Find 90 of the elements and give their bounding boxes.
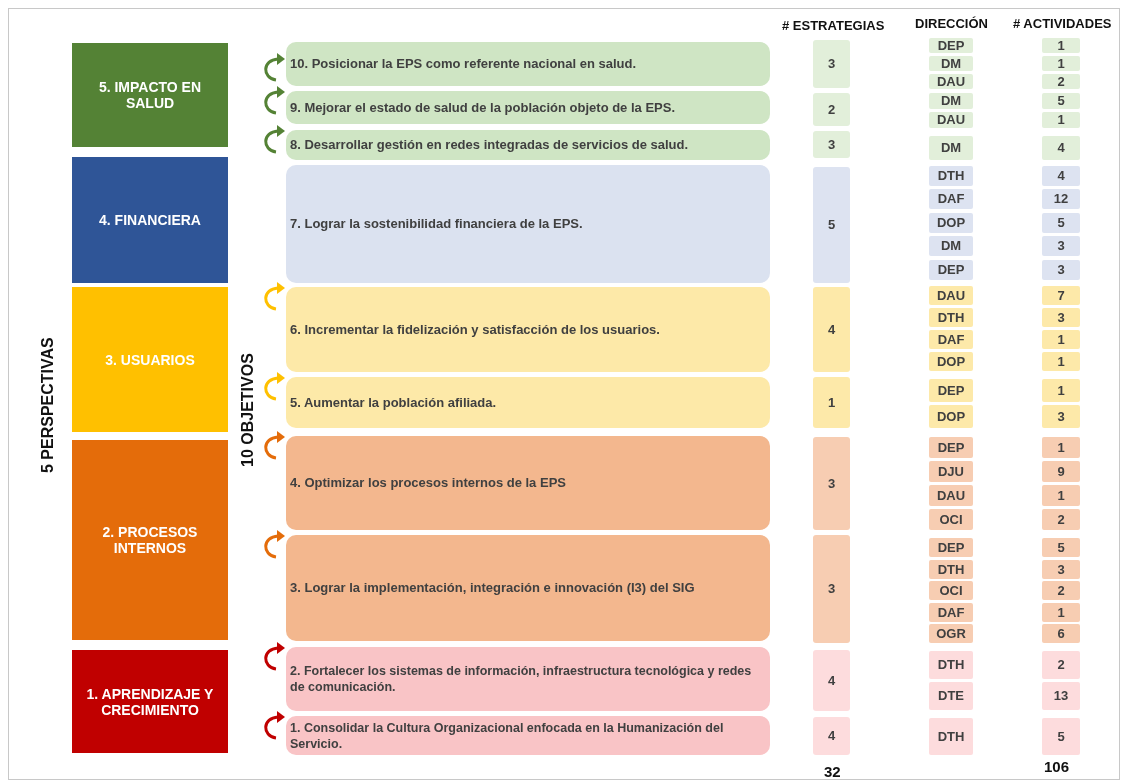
objective-box: 6. Incrementar la fidelización y satisfacción de los usuarios. (286, 287, 770, 372)
activity-count-cell: 5 (1042, 538, 1080, 557)
activity-count-cell: 1 (1042, 352, 1080, 371)
strategy-count-cell: 2 (813, 93, 850, 126)
objective-box: 10. Posicionar la EPS como referente nacional en salud. (286, 42, 770, 86)
activity-count-cell: 5 (1042, 718, 1080, 755)
column-header: # ACTIVIDADES (1013, 16, 1112, 31)
strategy-count-cell: 4 (813, 717, 850, 755)
direction-cell: DEP (929, 260, 973, 280)
perspective-box: 2. PROCESOS INTERNOS (72, 440, 228, 640)
objective-box: 1. Consolidar la Cultura Organizacional enfocada en la Humanización del Servicio. (286, 716, 770, 755)
perspective-box: 3. USUARIOS (72, 287, 228, 432)
direction-cell: DTH (929, 308, 973, 327)
direction-cell: DAU (929, 74, 973, 89)
objective-box: 3. Lograr la implementación, integración e innovación (I3) del SIG (286, 535, 770, 641)
activity-count-cell: 1 (1042, 437, 1080, 458)
direction-cell: DAF (929, 189, 973, 209)
activity-count-cell: 1 (1042, 485, 1080, 506)
total-value: 106 (1044, 758, 1070, 775)
direction-cell: DM (929, 56, 973, 71)
direction-cell: DTH (929, 560, 973, 579)
direction-cell: DOP (929, 405, 973, 428)
strategy-count-cell: 3 (813, 40, 850, 88)
activity-count-cell: 1 (1042, 379, 1080, 402)
activity-count-cell: 4 (1042, 166, 1080, 186)
strategy-count-cell: 1 (813, 377, 850, 428)
strategy-count-cell: 4 (813, 650, 850, 711)
direction-cell: DTH (929, 718, 973, 755)
direction-cell: OCI (929, 581, 973, 600)
perspective-box: 5. IMPACTO EN SALUD (72, 43, 228, 147)
activity-count-cell: 7 (1042, 286, 1080, 305)
direction-cell: DOP (929, 213, 973, 233)
perspective-box: 4. FINANCIERA (72, 157, 228, 283)
direction-cell: DTH (929, 651, 973, 679)
activity-count-cell: 2 (1042, 509, 1080, 530)
objective-box: 2. Fortalecer los sistemas de información, infraestructura tecnológica y redes de comunicación. (286, 647, 770, 711)
direction-cell: DAF (929, 603, 973, 622)
activity-count-cell: 3 (1042, 260, 1080, 280)
activity-count-cell: 3 (1042, 236, 1080, 256)
direction-cell: DJU (929, 461, 973, 482)
column-header: # ESTRATEGIAS (782, 18, 885, 33)
activity-count-cell: 12 (1042, 189, 1080, 209)
direction-cell: DAU (929, 485, 973, 506)
direction-cell: DEP (929, 538, 973, 557)
strategy-count-cell: 3 (813, 131, 850, 158)
activity-count-cell: 1 (1042, 112, 1080, 128)
activity-count-cell: 5 (1042, 93, 1080, 109)
direction-cell: DTE (929, 682, 973, 710)
perspective-box: 1. APRENDIZAJE Y CRECIMIENTO (72, 650, 228, 753)
activity-count-cell: 4 (1042, 136, 1080, 160)
objective-box: 9. Mejorar el estado de salud de la población objeto de la EPS. (286, 91, 770, 124)
objective-box: 8. Desarrollar gestión en redes integradas de servicios de salud. (286, 130, 770, 160)
activity-count-cell: 1 (1042, 330, 1080, 349)
direction-cell: OGR (929, 624, 973, 643)
strategy-count-cell: 4 (813, 287, 850, 372)
activity-count-cell: 5 (1042, 213, 1080, 233)
objective-box: 5. Aumentar la población afiliada. (286, 377, 770, 428)
activity-count-cell: 3 (1042, 308, 1080, 327)
strategy-count-cell: 3 (813, 437, 850, 530)
activity-count-cell: 3 (1042, 405, 1080, 428)
column-header: DIRECCIÓN (915, 16, 988, 31)
direction-cell: DAU (929, 286, 973, 305)
activity-count-cell: 2 (1042, 651, 1080, 679)
direction-cell: OCI (929, 509, 973, 530)
direction-cell: DM (929, 93, 973, 109)
direction-cell: DEP (929, 38, 973, 53)
direction-cell: DAF (929, 330, 973, 349)
direction-cell: DTH (929, 166, 973, 186)
axis-title: 5 PERSPECTIVAS (38, 336, 57, 475)
direction-cell: DOP (929, 352, 973, 371)
direction-cell: DEP (929, 379, 973, 402)
axis-title: 10 OBJETIVOS (238, 352, 257, 469)
strategy-count-cell: 5 (813, 167, 850, 283)
total-value: 32 (824, 763, 841, 780)
activity-count-cell: 1 (1042, 603, 1080, 622)
activity-count-cell: 2 (1042, 581, 1080, 600)
direction-cell: DAU (929, 112, 973, 128)
activity-count-cell: 1 (1042, 56, 1080, 71)
objective-box: 7. Lograr la sostenibilidad financiera de la EPS. (286, 165, 770, 283)
direction-cell: DEP (929, 437, 973, 458)
objective-box: 4. Optimizar los procesos internos de la EPS (286, 436, 770, 530)
direction-cell: DM (929, 236, 973, 256)
activity-count-cell: 2 (1042, 74, 1080, 89)
direction-cell: DM (929, 136, 973, 160)
activity-count-cell: 13 (1042, 682, 1080, 710)
activity-count-cell: 3 (1042, 560, 1080, 579)
activity-count-cell: 1 (1042, 38, 1080, 53)
activity-count-cell: 9 (1042, 461, 1080, 482)
activity-count-cell: 6 (1042, 624, 1080, 643)
strategy-count-cell: 3 (813, 535, 850, 643)
